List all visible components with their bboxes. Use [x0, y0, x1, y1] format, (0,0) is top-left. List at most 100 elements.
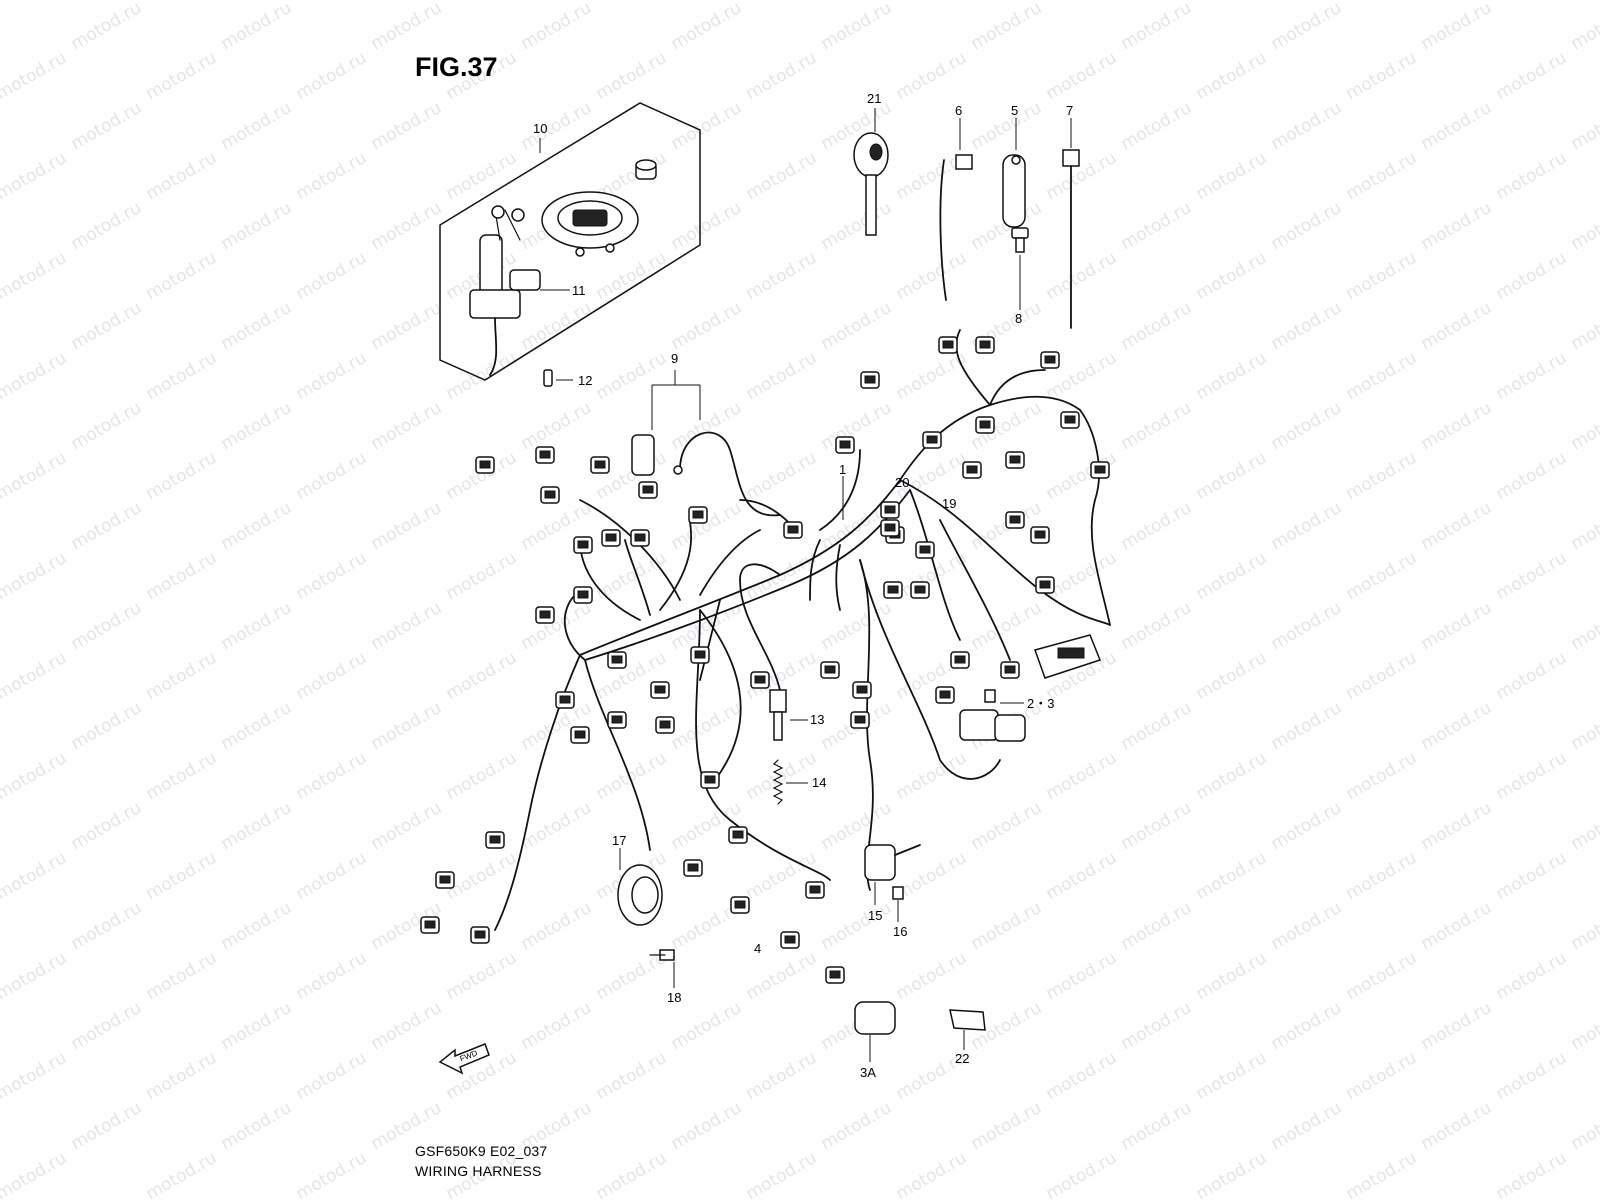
connector-pin-slot	[809, 885, 821, 894]
connector-pin-slot	[605, 533, 617, 542]
part-label-9: 9	[671, 351, 678, 366]
part-label-1: 1	[839, 462, 846, 477]
connector-pin-slot	[824, 665, 836, 674]
fuse-box	[1034, 634, 1101, 679]
connector-pin-slot	[594, 460, 606, 469]
connector-pin-slot	[694, 650, 706, 659]
fwd-arrow-icon	[438, 1043, 490, 1075]
connector-pin-slot	[979, 420, 991, 429]
connector-pin-slot	[887, 585, 899, 594]
connector-pin-slot	[687, 863, 699, 872]
part-label-18: 18	[667, 990, 681, 1005]
connector-pin-slot	[577, 590, 589, 599]
connector-pin-slot	[474, 930, 486, 939]
bolt-8	[1011, 227, 1029, 310]
connector-pin-slot	[979, 340, 991, 349]
ground-wire-9	[631, 370, 781, 517]
connector-pin-slot	[754, 675, 766, 684]
connector-pin-slot	[884, 505, 896, 514]
connector-pin-slot	[479, 460, 491, 469]
part-label-13: 13	[810, 712, 824, 727]
connector-pin-slot	[544, 490, 556, 499]
connector-pin-slot	[634, 533, 646, 542]
part-label-12: 12	[578, 373, 592, 388]
part-label-2-3: 2・3	[1027, 696, 1054, 711]
connector-pin-slot	[829, 970, 841, 979]
part-label-17: 17	[612, 833, 626, 848]
ignition-kit-box	[439, 102, 701, 381]
connector-pin-slot	[539, 610, 551, 619]
connector-pin-slot	[954, 655, 966, 664]
connector-pin-slot	[424, 920, 436, 929]
lock-cylinder-plug	[635, 159, 657, 180]
connector-pin-slot	[559, 695, 571, 704]
connector-pin-slot	[1039, 580, 1051, 589]
main-harness-1	[494, 329, 1111, 931]
connector-pin-slot	[1009, 455, 1021, 464]
connector-pin-slot	[539, 450, 551, 459]
horn-17	[617, 848, 675, 988]
connector-pin-slot	[439, 875, 451, 884]
part-label-4: 4	[754, 941, 761, 956]
connector-pin-slot	[1034, 530, 1046, 539]
relay-3a	[854, 1001, 896, 1062]
part-label-15: 15	[868, 908, 882, 923]
connector-pin-slot	[692, 510, 704, 519]
connector-pin-slot	[864, 375, 876, 384]
connector-pin-slot	[884, 523, 896, 532]
part-label-16: 16	[893, 924, 907, 939]
part-label-20: 20	[895, 475, 909, 490]
part-label-19: 19	[942, 496, 956, 511]
part-label-14: 14	[812, 775, 826, 790]
connector-pin-slot	[914, 585, 926, 594]
screw-12	[543, 369, 573, 387]
connector-pin-slot	[1094, 465, 1106, 474]
key-21	[853, 108, 889, 236]
connector-pin-slot	[704, 775, 716, 784]
spring-14	[772, 759, 808, 805]
switch-13	[769, 689, 808, 741]
part-label-8: 8	[1015, 311, 1022, 326]
fuel-tank-cap	[541, 191, 639, 257]
connector-pin-slot	[942, 340, 954, 349]
connector-pin-slot	[654, 685, 666, 694]
connector-pin-slot	[732, 830, 744, 839]
connector-pin-slot	[1044, 355, 1056, 364]
connector-pin-slot	[659, 720, 671, 729]
connector-pin-slot	[856, 685, 868, 694]
connectors	[420, 336, 1110, 984]
connector-pin-slot	[784, 935, 796, 944]
connector-pin-slot	[577, 540, 589, 549]
part-label-10: 10	[533, 121, 547, 136]
part-label-6: 6	[955, 103, 962, 118]
connector-pin-slot	[734, 900, 746, 909]
pad-22	[949, 1009, 986, 1050]
clamp-7	[1062, 118, 1080, 329]
part-label-22: 22	[955, 1051, 969, 1066]
part-label-7: 7	[1066, 103, 1073, 118]
switch-15	[864, 844, 921, 922]
part-label-3a: 3A	[860, 1065, 876, 1080]
connector-pin-slot	[611, 715, 623, 724]
connector-pin-slot	[854, 715, 866, 724]
footer-code: GSF650K9 E02_037	[415, 1143, 548, 1159]
connector-pin-slot	[919, 545, 931, 554]
part-label-5: 5	[1011, 103, 1018, 118]
connector-pin-slot	[642, 485, 654, 494]
connector-pin-slot	[574, 730, 586, 739]
ignition-switch	[469, 205, 570, 376]
clamp-5	[1002, 118, 1026, 228]
connector-pin-slot	[489, 835, 501, 844]
footer-caption: WIRING HARNESS	[415, 1163, 542, 1179]
connector-pin-slot	[926, 435, 938, 444]
figure-title: FIG.37	[415, 52, 498, 82]
connector-pin-slot	[939, 690, 951, 699]
part-label-21: 21	[867, 91, 881, 106]
connector-pin-slot	[1009, 515, 1021, 524]
connector-pin-slot	[839, 440, 851, 449]
part-label-11: 11	[572, 283, 586, 298]
relay-block-2-3	[959, 689, 1026, 742]
connector-pin-slot	[1064, 415, 1076, 424]
